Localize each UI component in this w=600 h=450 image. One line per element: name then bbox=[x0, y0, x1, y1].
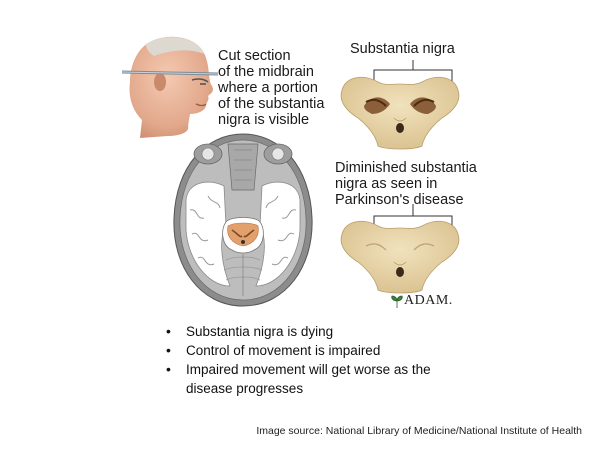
caption-line: where a portion bbox=[218, 80, 318, 96]
list-item: Substantia nigra is dying bbox=[164, 322, 464, 341]
brain-axial-section bbox=[173, 133, 313, 307]
caption-line: of the midbrain bbox=[218, 64, 314, 80]
diminished-label: Diminished substantia nigra as seen in P… bbox=[335, 160, 477, 208]
list-item: Impaired movement will get worse as the … bbox=[164, 360, 464, 398]
caption-line: Cut section bbox=[218, 48, 291, 64]
caption-line: of the substantia bbox=[218, 96, 325, 112]
adam-logo: ADAM. bbox=[404, 293, 453, 308]
substantia-nigra-label: Substantia nigra bbox=[350, 41, 455, 57]
caption-line: nigra is visible bbox=[218, 112, 310, 128]
midbrain-healthy-section bbox=[340, 76, 460, 150]
caption-line: nigra as seen in bbox=[335, 176, 438, 192]
caption-line: Diminished substantia bbox=[335, 160, 477, 176]
head-illustration bbox=[121, 36, 219, 138]
midbrain-diminished-section bbox=[340, 220, 460, 294]
leaf-icon bbox=[391, 295, 403, 308]
head-caption: Cut section of the midbrain where a port… bbox=[218, 48, 324, 128]
caption-line: Parkinson's disease bbox=[335, 192, 464, 208]
image-source: Image source: National Library of Medici… bbox=[256, 425, 582, 437]
list-item: Control of movement is impaired bbox=[164, 341, 464, 360]
bullet-list: Substantia nigra is dying Control of mov… bbox=[164, 322, 464, 398]
